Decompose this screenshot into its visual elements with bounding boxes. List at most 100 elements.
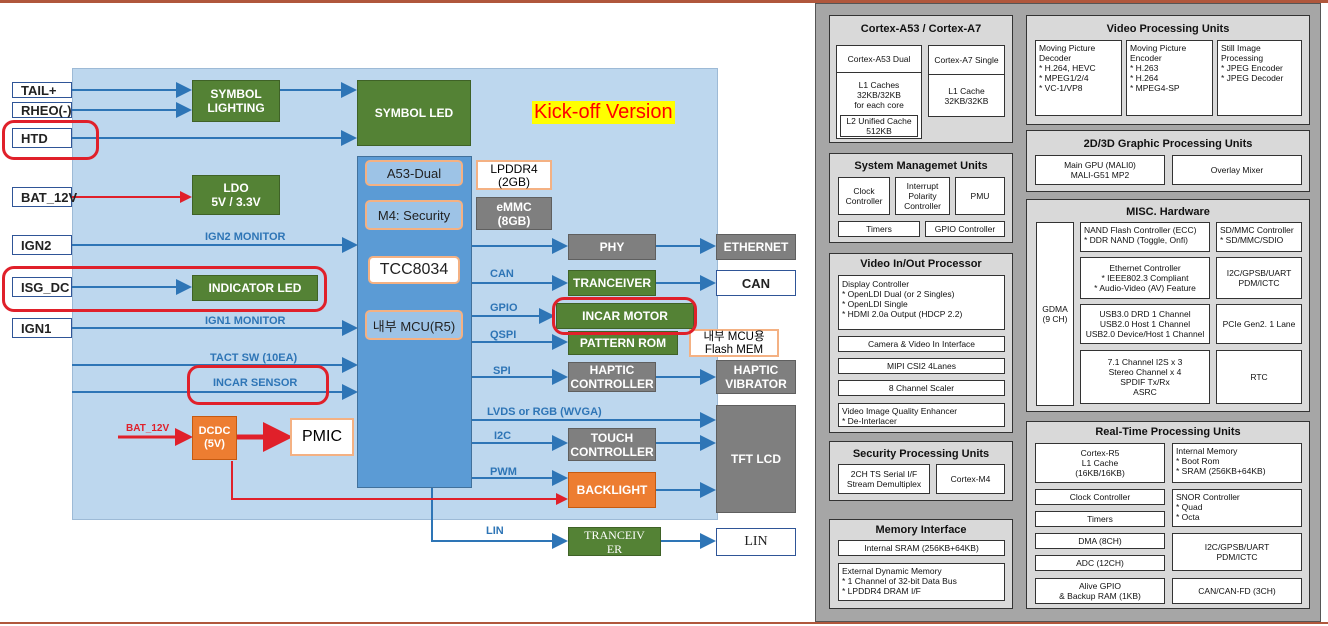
alive-gpio: Alive GPIO & Backup RAM (1KB) (1035, 578, 1165, 604)
htd-highlight (2, 120, 99, 160)
lpddr4-memory: LPDDR4 (2GB) (476, 160, 552, 190)
input-rheo: RHEO(-) (12, 102, 72, 118)
sdmmc-controller: SD/MMC Controller * SD/MMC/SDIO (1216, 222, 1302, 252)
input-bat12v: BAT_12V (12, 187, 77, 207)
kickoff-version-label: Kick-off Version (532, 101, 675, 124)
rt-dma: DMA (8CH) (1035, 533, 1165, 549)
rtc: RTC (1216, 350, 1302, 404)
input-ign2: IGN2 (12, 235, 72, 255)
top-rule (0, 0, 1328, 3)
system-timers: Timers (838, 221, 920, 237)
security-title: Security Processing Units (852, 448, 990, 460)
a7-single-label: Cortex-A7 Single (928, 45, 1005, 75)
incar-motor-highlight (552, 297, 697, 335)
internal-memory: Internal Memory * Boot Rom * SRAM (256KB… (1172, 443, 1302, 483)
pmu: PMU (955, 177, 1005, 215)
misc-hardware-title: MISC. Hardware (1126, 206, 1210, 218)
interrupt-controller: Interrupt Polarity Controller (895, 177, 950, 215)
m4-security-core: M4: Security (365, 200, 463, 230)
can-fd: CAN/CAN-FD (3CH) (1172, 578, 1302, 604)
video-encoder: Moving Picture Encoder * H.263 * H.264 *… (1126, 40, 1213, 116)
tcc8034-label: TCC8034 (368, 256, 460, 284)
flash-mem-block: 내부 MCU용 Flash MEM (689, 329, 779, 357)
pmic-block: PMIC (290, 418, 354, 456)
a53-dual-label: Cortex-A53 Dual (836, 45, 922, 73)
rt-clock-controller: Clock Controller (1035, 489, 1165, 505)
video-processing-title: Video Processing Units (1106, 23, 1230, 35)
mipi-csi2: MIPI CSI2 4Lanes (838, 358, 1005, 374)
internal-sram: Internal SRAM (256KB+64KB) (838, 540, 1005, 556)
misc-i2c-gpsb-uart: I2C/GPSB/UART PDM/ICTC (1216, 257, 1302, 299)
still-image-processing: Still Image Processing * JPEG Encoder * … (1217, 40, 1302, 116)
rt-i2c-gpsb-uart: I2C/GPSB/UART PDM/ICTC (1172, 533, 1302, 571)
symbol-led-block: SYMBOL LED (357, 80, 471, 146)
input-tail: TAIL+ (12, 82, 72, 98)
input-ign1: IGN1 (12, 318, 72, 338)
ldo-block: LDO 5V / 3.3V (192, 175, 280, 215)
touch-controller-block: TOUCH CONTROLLER (568, 428, 656, 461)
lvds-signal-label: LVDS or RGB (WVGA) (487, 406, 602, 418)
dcdc-block: DCDC (5V) (192, 416, 237, 460)
camera-interface: Camera & Video In Interface (838, 336, 1005, 352)
display-controller: Display Controller * OpenLDI Dual (or 2 … (838, 275, 1005, 330)
indicator-led-block: INDICATOR LED (192, 275, 318, 301)
haptic-vibrator-output: HAPTIC VIBRATOR (716, 360, 796, 394)
channel-scaler: 8 Channel Scaler (838, 380, 1005, 396)
main-gpu: Main GPU (MALI0) MALI-G51 MP2 (1035, 155, 1165, 185)
a53-l1-cache: L1 Caches 32KB/32KB for each core (836, 73, 922, 117)
a7-l1-cache: L1 Cache 32KB/32KB (928, 75, 1005, 117)
ts-serial-if: 2CH TS Serial I/F Stream Demultiplex (838, 464, 930, 494)
lin-output: LIN (716, 528, 796, 556)
tranceiver-block: TRANCEIVER (568, 270, 656, 296)
rt-adc: ADC (12CH) (1035, 555, 1165, 571)
snor-controller: SNOR Controller * Quad * Octa (1172, 489, 1302, 527)
video-decoder: Moving Picture Decoder * H.264, HEVC * M… (1035, 40, 1122, 116)
internal-mcu-r5: 내부 MCU(R5) (365, 310, 463, 340)
usb-controller: USB3.0 DRD 1 Channel USB2.0 Host 1 Chann… (1080, 304, 1210, 344)
gpio-signal-label: GPIO (490, 302, 518, 314)
realtime-title: Real-Time Processing Units (1095, 426, 1241, 438)
a53-dual-core: A53-Dual (365, 160, 463, 186)
memory-interface-title: Memory Interface (875, 524, 967, 536)
ign2-monitor-label: IGN2 MONITOR (205, 231, 286, 243)
phy-block: PHY (568, 234, 656, 260)
pwm-signal-label: PWM (490, 466, 517, 478)
rt-timers: Timers (1035, 511, 1165, 527)
incar-motor-block: INCAR MOTOR (556, 303, 694, 329)
can-output: CAN (716, 270, 796, 296)
symbol-lighting-block: SYMBOL LIGHTING (192, 80, 280, 122)
pcie: PCIe Gen2. 1 Lane (1216, 304, 1302, 344)
qspi-signal-label: QSPI (490, 329, 517, 341)
input-htd: HTD (12, 128, 72, 148)
overlay-mixer: Overlay Mixer (1172, 155, 1302, 185)
video-io-title: Video In/Out Processor (860, 258, 982, 270)
haptic-controller-block: HAPTIC CONTROLLER (568, 362, 656, 392)
lin-signal-label: LIN (486, 525, 504, 537)
l2-cache: L2 Unified Cache 512KB (840, 115, 918, 137)
incar-sensor-label: INCAR SENSOR (213, 377, 298, 389)
tft-lcd-output: TFT LCD (716, 405, 796, 513)
clock-controller: Clock Controller (838, 177, 890, 215)
i2c-signal-label: I2C (494, 430, 512, 442)
bottom-rule (0, 622, 1328, 624)
pattern-rom-block: PATTERN ROM (568, 331, 678, 355)
video-enhancer: Video Image Quality Enhancer * De-Interl… (838, 403, 1005, 427)
emmc-memory: eMMC (8GB) (476, 197, 552, 230)
nand-flash-controller: NAND Flash Controller (ECC) * DDR NAND (… (1080, 222, 1210, 252)
isg-indicator-highlight (2, 266, 327, 312)
cortex-title: Cortex-A53 / Cortex-A7 (860, 23, 982, 35)
graphic-title: 2D/3D Graphic Processing Units (1083, 138, 1253, 150)
gpio-controller: GPIO Controller (925, 221, 1005, 237)
backlight-block: BACKLIGHT (568, 472, 656, 508)
ign1-monitor-label: IGN1 MONITOR (205, 315, 286, 327)
input-isg-dc: ISG_DC (12, 277, 72, 297)
bat12v-label: BAT_12V (126, 423, 170, 434)
external-dram: External Dynamic Memory * 1 Channel of 3… (838, 563, 1005, 601)
cortex-m4: Cortex-M4 (936, 464, 1005, 494)
incar-sensor-highlight (187, 365, 329, 405)
lin-tranceiver-block: TRANCEIV ER (568, 527, 661, 556)
can-signal-label: CAN (490, 268, 514, 280)
gdma: GDMA (9 CH) (1036, 222, 1074, 406)
tact-sw-label: TACT SW (10EA) (210, 352, 298, 364)
audio-i2s: 7.1 Channel I2S x 3 Stereo Channel x 4 S… (1080, 350, 1210, 404)
